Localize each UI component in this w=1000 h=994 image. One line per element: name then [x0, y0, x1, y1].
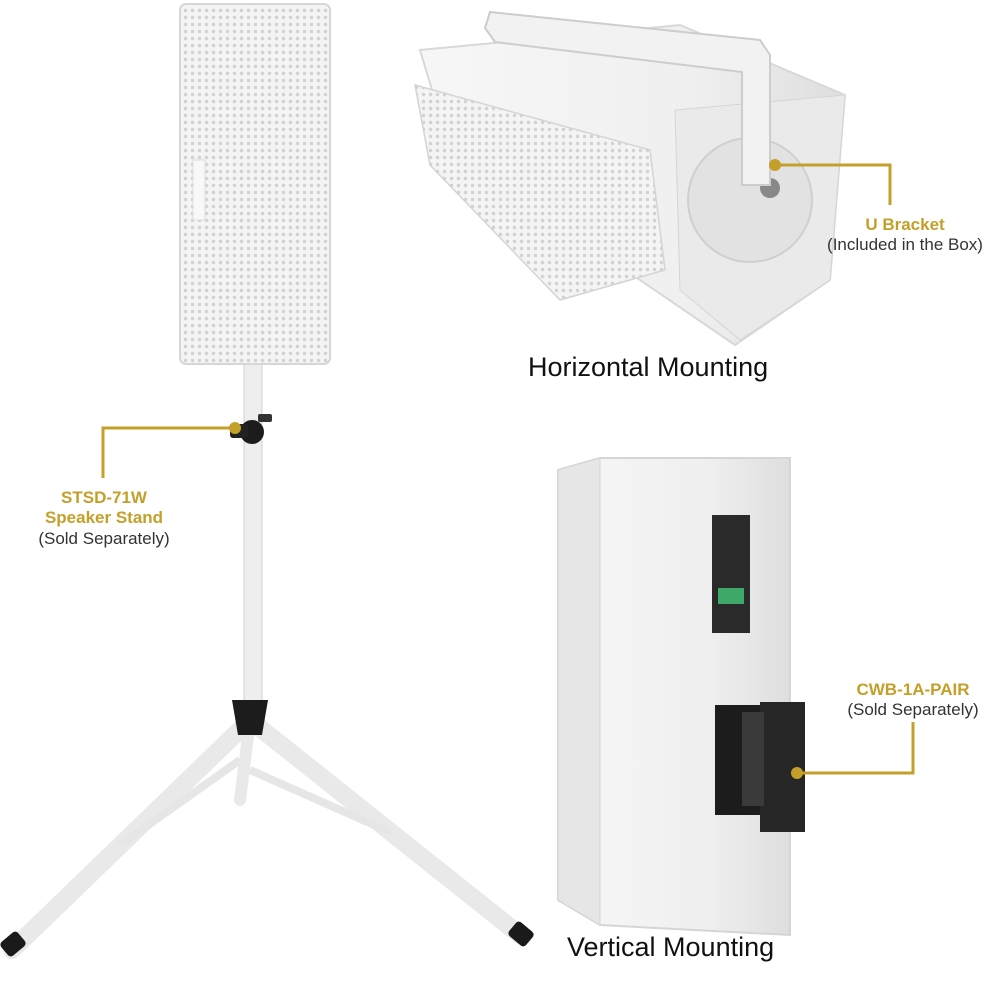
stand-note: (Sold Separately): [38, 528, 170, 548]
u-bracket-callout: U Bracket (Included in the Box): [810, 215, 1000, 256]
wall-bracket-note: (Sold Separately): [847, 700, 979, 720]
stand-mounted-speaker: [0, 3, 534, 959]
stand-callout: STSD-71W Speaker Stand (Sold Separately): [18, 488, 190, 549]
wall-bracket-name: CWB-1A-PAIR: [856, 680, 970, 699]
u-bracket-name: U Bracket: [865, 215, 945, 234]
horizontal-speaker: [414, 10, 847, 347]
stand-model: STSD-71W: [61, 488, 147, 507]
horizontal-mounting-caption: Horizontal Mounting: [528, 352, 769, 382]
callout-lines: [101, 163, 915, 775]
stand-leader: [101, 426, 235, 478]
wall-bracket-leader: [797, 722, 915, 775]
u-bracket-leader: [775, 163, 892, 205]
wall-bracket-callout: CWB-1A-PAIR (Sold Separately): [826, 680, 1000, 721]
speaker-stand: [0, 359, 534, 959]
vertical-mounting-caption: Vertical Mounting: [567, 932, 775, 962]
u-bracket-note: (Included in the Box): [827, 235, 983, 255]
wall-bracket: [715, 702, 805, 832]
vertical-speaker: [557, 457, 805, 937]
callout-dots: [229, 159, 803, 779]
column-speaker: [179, 3, 331, 365]
stand-type: Speaker Stand: [44, 508, 164, 528]
